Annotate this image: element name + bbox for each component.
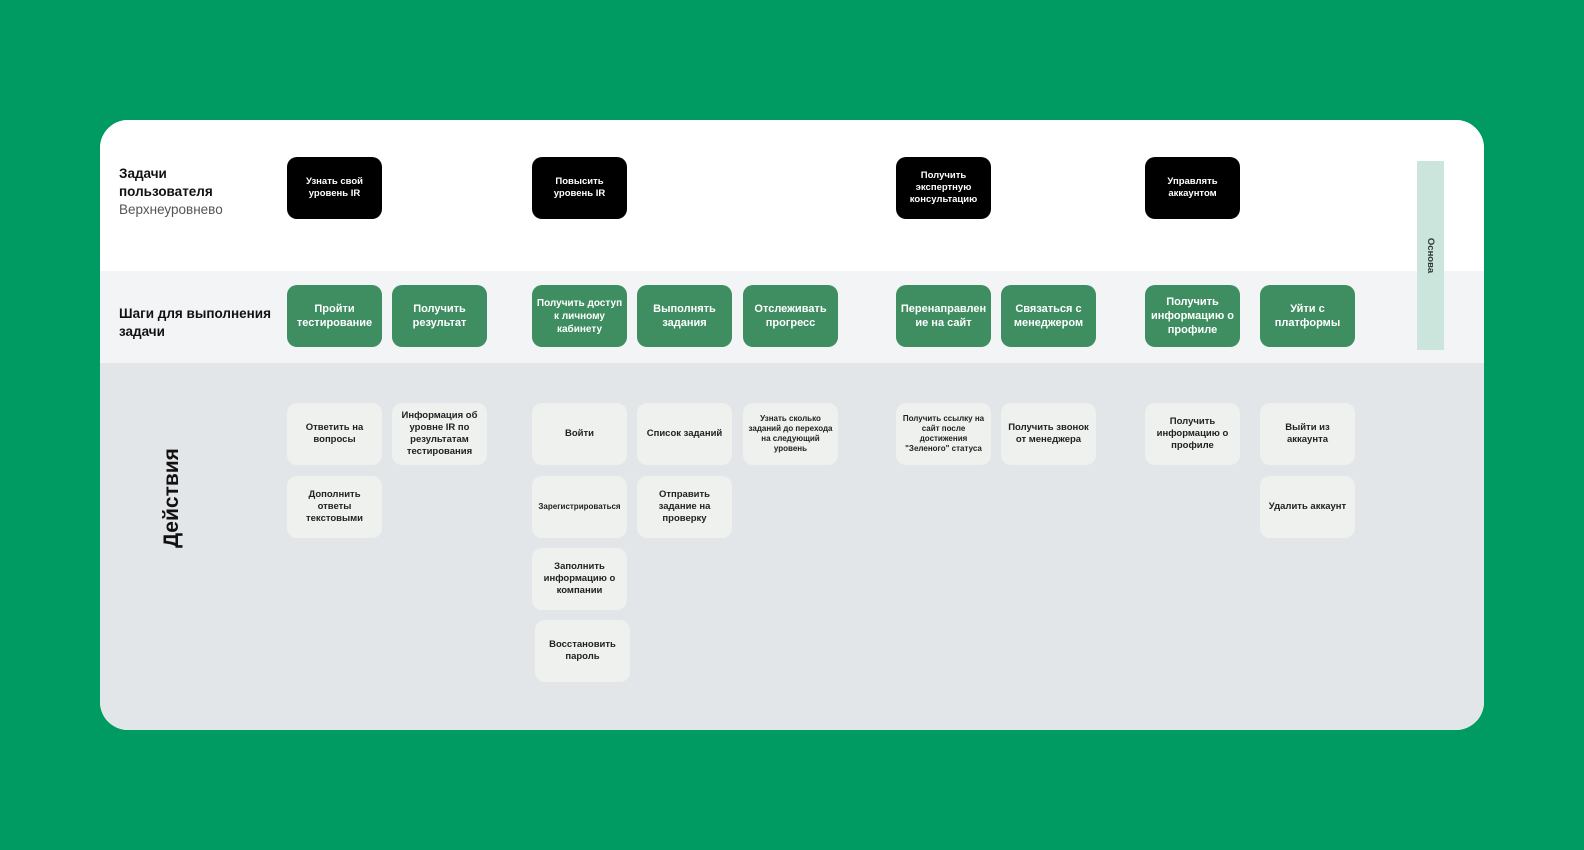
side-label-text: Основа [1425, 237, 1436, 274]
steps-row-label: Шаги для выполнения задачи [119, 306, 271, 339]
action-card: Отправить задание на проверку [637, 476, 732, 538]
action-card: Информация об уровне IR по результатам т… [392, 403, 487, 465]
action-card: Ответить на вопросы [287, 403, 382, 465]
actions-row-label: Действия [160, 448, 183, 548]
task-card-raise-ir-level: Повысить уровень IR [532, 157, 627, 219]
action-card: Получить ссылку на сайт после достижения… [896, 403, 991, 465]
tasks-row-subtitle: Верхнеуровнево [119, 202, 223, 217]
action-card: Список заданий [637, 403, 732, 465]
step-card-contact-manager: Связаться с менеджером [1001, 285, 1096, 347]
side-label-osnova: Основа [1417, 161, 1444, 350]
action-card: Дополнить ответы текстовыми [287, 476, 382, 538]
action-card: Получить звонок от менеджера [1001, 403, 1096, 465]
story-map-board: Задачи пользователя Верхнеуровнево Шаги … [100, 120, 1484, 730]
tasks-row-label: Задачи пользователя Верхнеуровнево [119, 165, 249, 219]
step-card-leave-platform: Уйти с платформы [1260, 285, 1355, 347]
step-card-track-progress: Отслеживать прогресс [743, 285, 838, 347]
task-card-know-ir-level: Узнать свой уровень IR [287, 157, 382, 219]
action-card: Заполнить информацию о компании [532, 548, 627, 610]
action-card: Войти [532, 403, 627, 465]
task-card-expert-consultation: Получить экспертную консультацию [896, 157, 991, 219]
step-card-redirect-to-site: Перенаправление на сайт [896, 285, 991, 347]
step-card-do-tasks: Выполнять задания [637, 285, 732, 347]
step-card-get-result: Получить результат [392, 285, 487, 347]
step-card-cabinet-access: Получить доступ к личному кабинету [532, 285, 627, 347]
action-card: Зарегистрироваться [532, 476, 627, 538]
action-card: Получить информацию о профиле [1145, 403, 1240, 465]
step-card-take-test: Пройти тестирование [287, 285, 382, 347]
action-card: Узнать сколько заданий до перехода на сл… [743, 403, 838, 465]
action-card: Выйти из аккаунта [1260, 403, 1355, 465]
tasks-row-title: Задачи пользователя [119, 166, 213, 199]
task-card-manage-account: Управлять аккаунтом [1145, 157, 1240, 219]
step-card-profile-info: Получить информацию о профиле [1145, 285, 1240, 347]
action-card: Восстановить пароль [535, 620, 630, 682]
action-card: Удалить аккаунт [1260, 476, 1355, 538]
